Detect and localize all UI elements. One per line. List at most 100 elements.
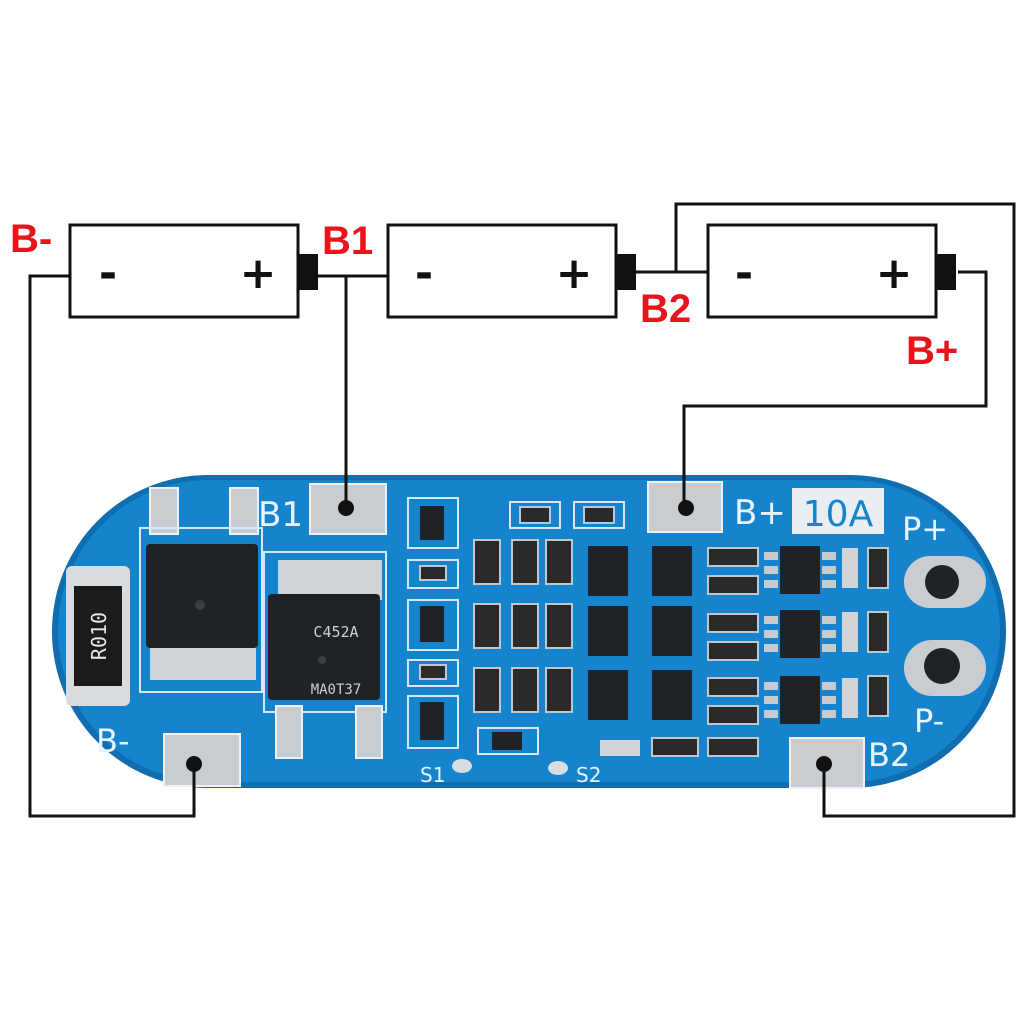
sot-chip: [588, 670, 628, 720]
smd-resistor: [707, 575, 759, 595]
smd-resistor: [707, 641, 759, 661]
smd-resistor: [707, 677, 759, 697]
resistor-stack-right: [600, 547, 759, 757]
cell-plus-sign: +: [876, 248, 913, 299]
ic-pin: [764, 644, 778, 652]
ic-pin: [764, 566, 778, 574]
smd-resistor: [707, 737, 759, 757]
part-frame: [477, 727, 539, 755]
terminal-hole: [925, 565, 959, 599]
rating-badge: [792, 488, 884, 534]
sot-chip: [652, 546, 692, 596]
wiring: [28, 202, 1016, 818]
solder-dot-b2: [816, 756, 832, 772]
smd-capacitor: [600, 740, 640, 756]
smd-resistor: [583, 506, 615, 524]
wire-b-minus: [28, 274, 196, 818]
test-point-s1: [452, 759, 472, 773]
mosfet2-mark-bottom: MA0T37: [311, 682, 362, 698]
battery-cell-2: - +: [386, 223, 636, 319]
wire-b-plus: [682, 270, 988, 508]
ic-pin: [764, 616, 778, 624]
smd-resistor: [419, 565, 447, 581]
ic-pin: [822, 552, 836, 560]
sot-chip: [652, 670, 692, 720]
ic-pin: [822, 630, 836, 638]
battery-cell-3: - +: [706, 223, 956, 319]
output-terminal-pminus: [904, 640, 986, 696]
mosfet2-leg-right: [355, 705, 383, 759]
mosfet1-chip: [146, 544, 258, 648]
smd-resistor: [511, 667, 539, 713]
cell-minus-sign: -: [735, 248, 753, 299]
silk-pplus: P+: [902, 510, 948, 548]
ic-pin: [764, 682, 778, 690]
sot-chip: [588, 606, 628, 656]
soic-chip: [780, 676, 820, 724]
ic-pin: [764, 580, 778, 588]
label-b2: B2: [640, 287, 691, 331]
mosfet2-dot: [318, 656, 326, 664]
resistor-grid: [473, 539, 573, 713]
smd-resistor: [473, 539, 501, 585]
ic-pin: [822, 682, 836, 690]
ic-pin: [822, 616, 836, 624]
rating-label: 10A: [803, 494, 874, 535]
smd-capacitor: [842, 612, 858, 652]
ic-pin: [764, 710, 778, 718]
sot-chip: [420, 606, 444, 642]
silk-s1: S1: [420, 763, 445, 787]
diode-chip: [492, 732, 522, 750]
smd-resistor: [867, 547, 889, 589]
pcb-board: R010 C452A MA0T37: [52, 475, 1006, 789]
cell-minus-sign: -: [415, 248, 433, 299]
sot-chip: [652, 606, 692, 656]
chip-columns: [588, 546, 692, 720]
ic-pin: [822, 696, 836, 704]
ic-pin: [822, 580, 836, 588]
smd-resistor: [419, 664, 447, 680]
mosfet1-dot: [195, 600, 205, 610]
mosfet1-tab-right: [229, 487, 259, 535]
silk-b2: B2: [868, 736, 910, 774]
battery-cell-1: - +: [68, 223, 318, 319]
silk-pminus: P-: [914, 702, 944, 740]
ic-column: [764, 546, 889, 724]
mosfet2-chip: [268, 594, 380, 700]
ic-pin: [764, 630, 778, 638]
smd-resistor: [511, 603, 539, 649]
small-parts-left: [407, 497, 539, 755]
ic-pin: [764, 552, 778, 560]
mosfet1-frame: [139, 527, 263, 693]
terminal-hole: [924, 648, 960, 684]
soic-chip: [780, 610, 820, 658]
label-b-minus: B-: [10, 217, 52, 261]
smd-resistor: [519, 506, 551, 524]
silk-bplus: B+: [734, 493, 786, 533]
sot-chip: [588, 546, 628, 596]
smd-resistor: [707, 613, 759, 633]
smd-resistor: [545, 539, 573, 585]
shunt-resistor-mark: R010: [87, 612, 111, 660]
smd-resistor: [707, 547, 759, 567]
cell-plus-sign: +: [240, 248, 277, 299]
soic-chip: [780, 546, 820, 594]
cell-minus-sign: -: [99, 248, 117, 299]
mosfet1-tab-left: [149, 487, 179, 535]
mosfet2-pad: [278, 560, 382, 600]
wire-b2: [674, 202, 1016, 818]
label-b-plus: B+: [906, 329, 958, 373]
mosfet2-leg-left: [275, 705, 303, 759]
sot-chip: [420, 702, 444, 740]
part-frame: [573, 501, 625, 529]
smd-capacitor: [842, 678, 858, 718]
output-terminal-pplus: [904, 556, 986, 608]
cell-plus-sign: +: [556, 248, 593, 299]
cell-terminal: [936, 254, 956, 290]
ic-pin: [764, 696, 778, 704]
mosfet2-mark-top: C452A: [313, 623, 358, 641]
ic-pin: [822, 644, 836, 652]
smd-capacitor: [842, 548, 858, 588]
mosfet2-frame: [263, 551, 387, 713]
